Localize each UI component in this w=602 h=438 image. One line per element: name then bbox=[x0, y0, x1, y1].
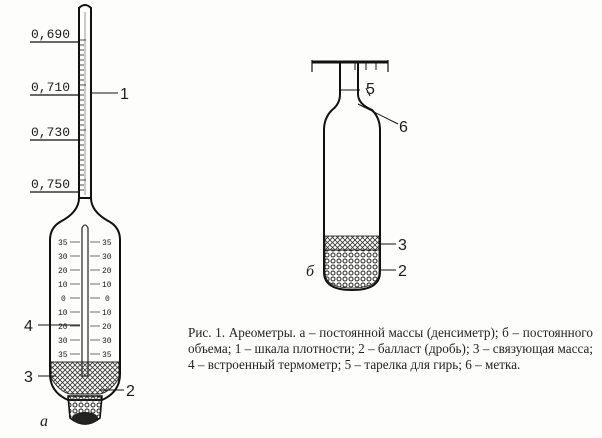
thermo-right-8: 35 bbox=[102, 351, 112, 360]
callout-2b: 2 bbox=[398, 263, 407, 280]
callout-4: 4 bbox=[24, 318, 33, 335]
figure-caption: Рис. 1. Ареометры. а – постоянной массы … bbox=[188, 325, 593, 372]
thermo-right-5: 10 bbox=[102, 309, 112, 318]
thermo-left-7: 30 bbox=[58, 337, 68, 346]
hydrometer-a-stem-ticks bbox=[79, 39, 86, 191]
callout-line-5 bbox=[365, 87, 371, 97]
density-label-0750: 0,750 bbox=[31, 177, 70, 192]
thermo-right-0: 35 bbox=[102, 239, 112, 248]
ballast-b bbox=[324, 249, 380, 289]
thermo-left-8: 35 bbox=[58, 351, 68, 360]
thermo-right-4: 0 bbox=[105, 295, 110, 304]
callout-5: 5 bbox=[366, 81, 375, 98]
callout-6: 6 bbox=[399, 119, 408, 136]
thermo-right-6: 20 bbox=[102, 323, 112, 332]
label-b: б bbox=[306, 263, 315, 280]
thermo-right-7: 30 bbox=[102, 337, 112, 346]
thermo-left-6: 20 bbox=[58, 323, 68, 332]
callout-2a: 2 bbox=[126, 383, 135, 400]
density-scale-leaders bbox=[30, 41, 80, 193]
thermo-right-3: 10 bbox=[102, 281, 112, 290]
thermo-left-3: 10 bbox=[58, 281, 68, 290]
callout-3a: 3 bbox=[24, 369, 33, 386]
binder-layer-a bbox=[50, 361, 120, 395]
thermo-left-4: 0 bbox=[61, 295, 66, 304]
density-label-0730: 0,730 bbox=[31, 125, 70, 140]
callout-3b: 3 bbox=[398, 237, 407, 254]
label-a: а bbox=[40, 413, 48, 430]
thermo-left-0: 35 bbox=[58, 239, 68, 248]
thermo-right-2: 20 bbox=[102, 267, 112, 276]
hydrometer-a: 0,690 0,710 0,730 0,750 35 30 20 10 0 10 bbox=[24, 4, 135, 430]
thermo-left-1: 30 bbox=[58, 253, 68, 262]
hydrometer-b-body bbox=[323, 93, 381, 292]
thermo-left-2: 20 bbox=[58, 267, 68, 276]
callout-1: 1 bbox=[120, 86, 129, 103]
thermometer-ticks bbox=[70, 241, 100, 355]
density-label-0710: 0,710 bbox=[31, 80, 70, 95]
ballast-bottom-a bbox=[72, 412, 98, 424]
hydrometer-b: 5 6 3 2 б bbox=[306, 60, 408, 292]
thermo-right-1: 30 bbox=[102, 253, 112, 262]
callout-line-6 bbox=[357, 103, 399, 125]
thermometer-numbers-right: 35 30 20 10 0 10 20 30 35 bbox=[102, 239, 112, 360]
thermometer-tube bbox=[81, 224, 89, 377]
binder-layer-b bbox=[324, 235, 380, 251]
hydrometer-a-stem bbox=[78, 4, 92, 199]
thermometer-numbers-left: 35 30 20 10 0 10 20 30 35 bbox=[58, 239, 68, 360]
density-label-0690: 0,690 bbox=[31, 27, 70, 42]
thermo-left-5: 10 bbox=[58, 309, 68, 318]
